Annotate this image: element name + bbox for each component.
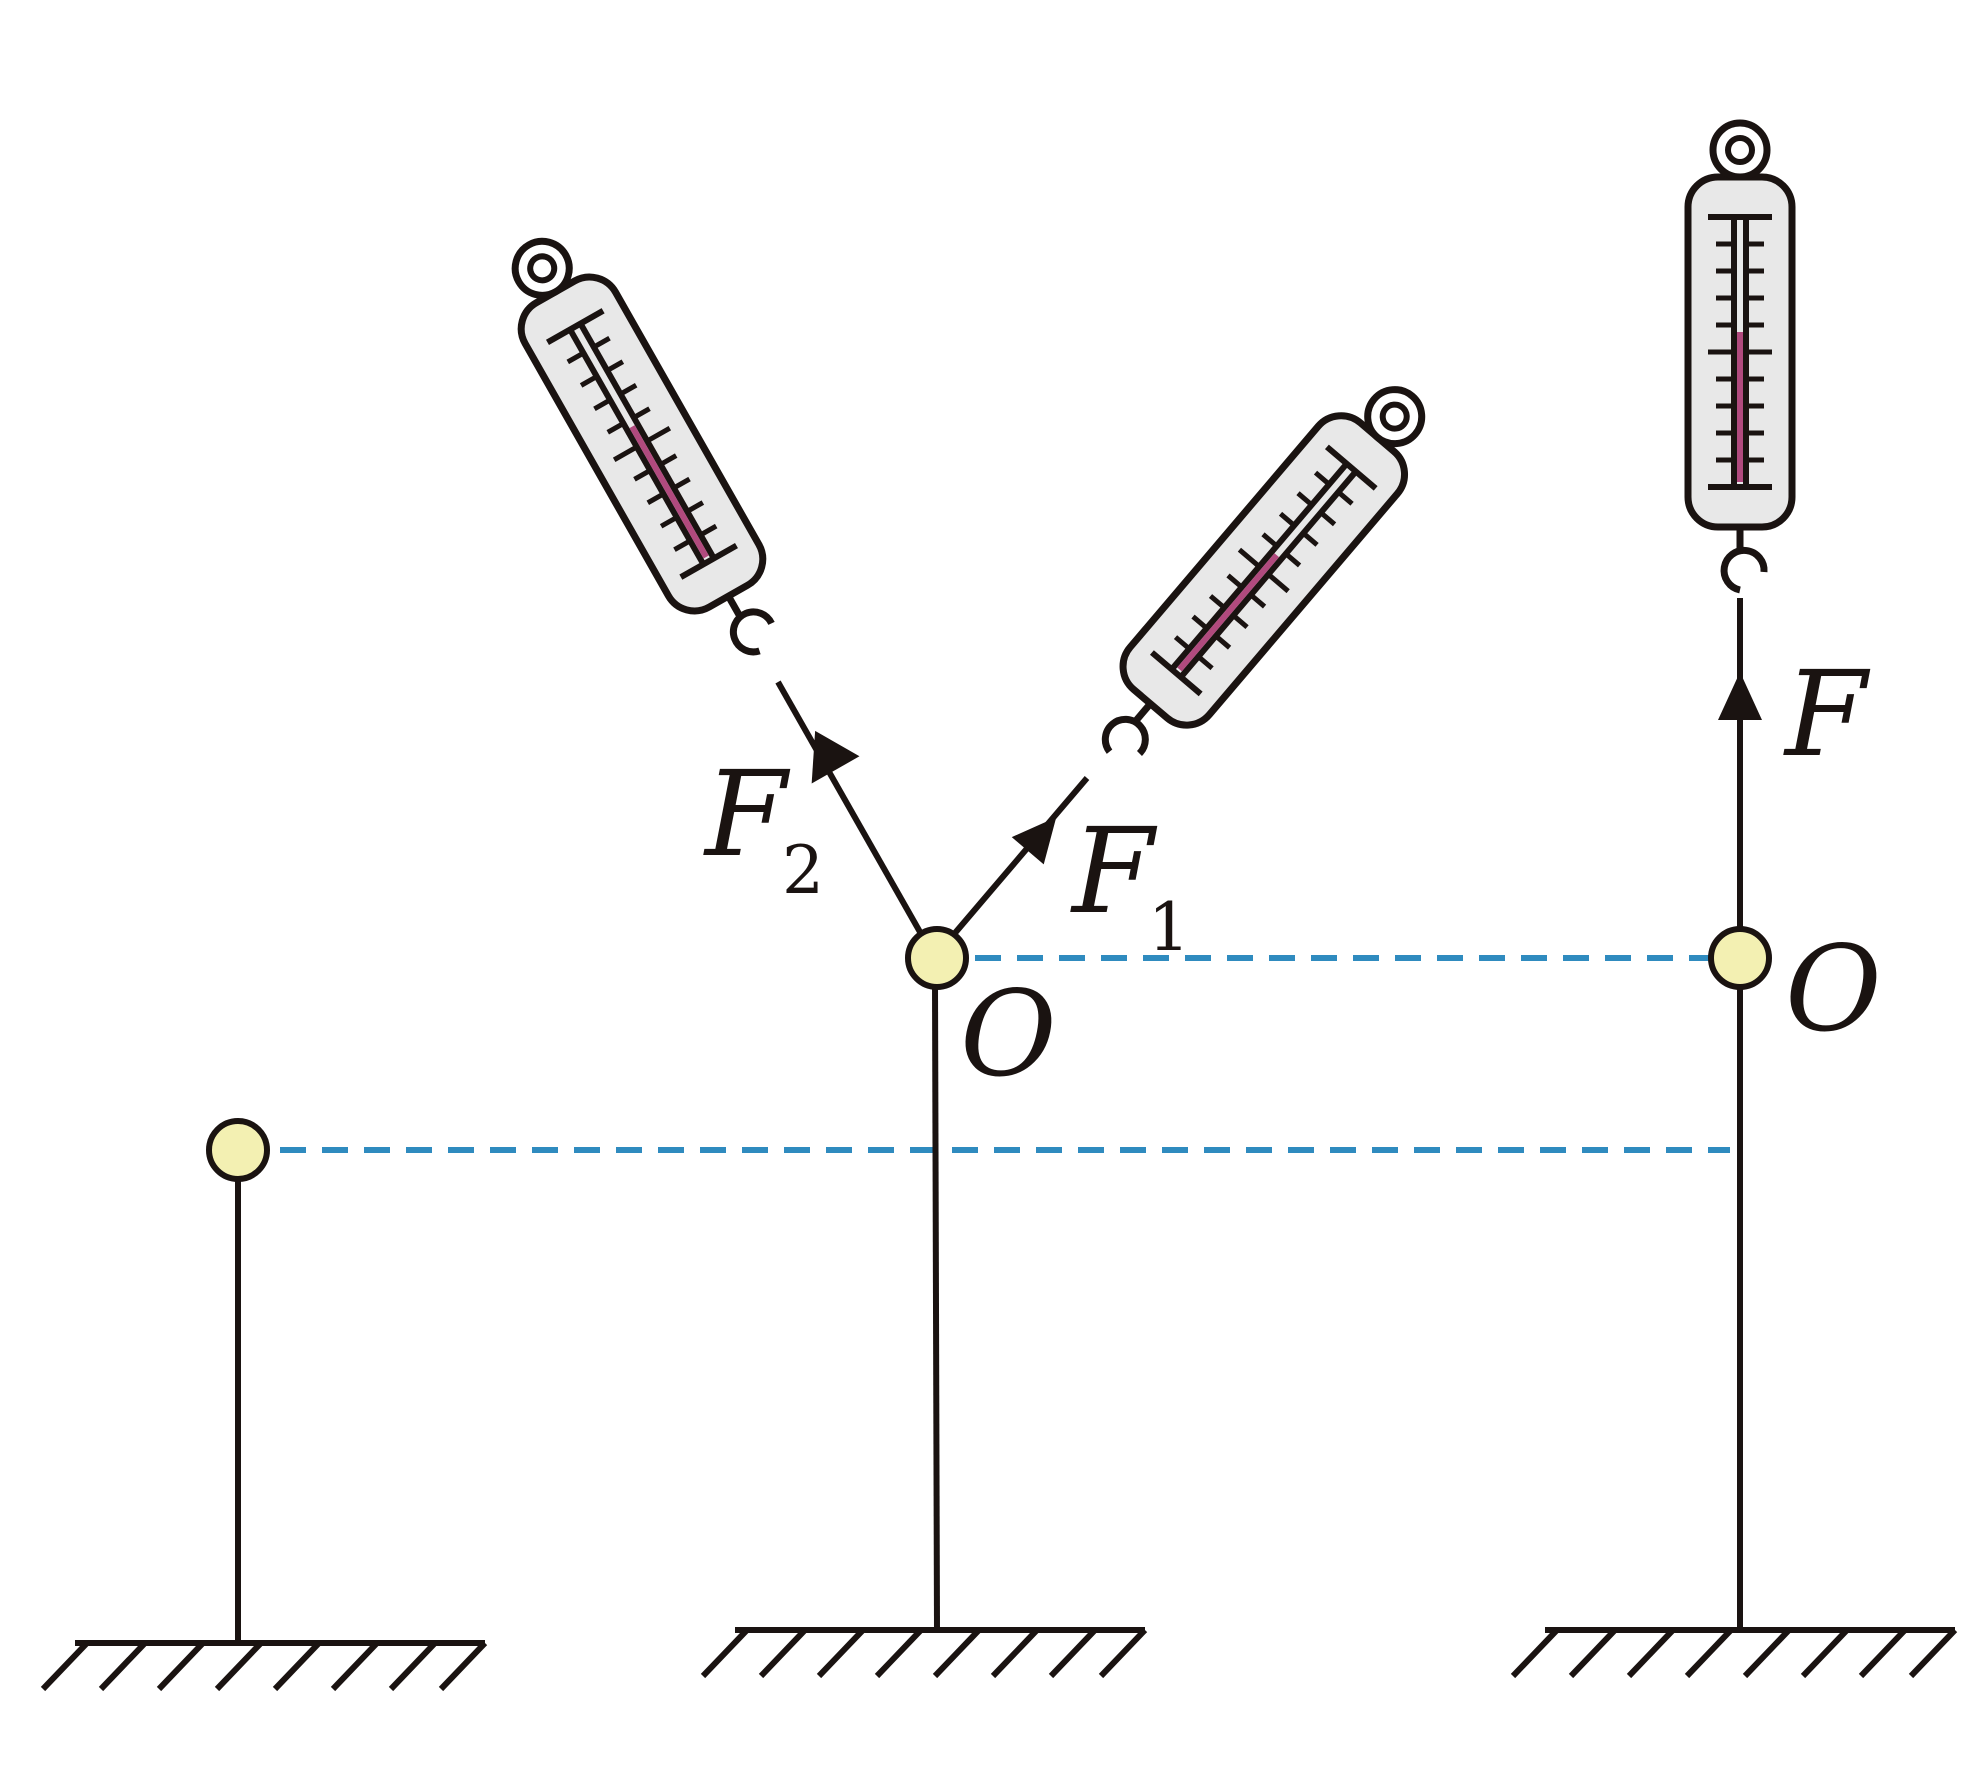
knot-initial xyxy=(206,1118,270,1182)
label-o-right: O xyxy=(1785,920,1882,1058)
knot-o-right xyxy=(1708,926,1772,990)
ground-left xyxy=(43,1643,485,1689)
arrow-f xyxy=(1718,672,1762,720)
label-f2-subscript: 2 xyxy=(782,832,824,909)
knot-o-left xyxy=(905,926,969,990)
label-o-left: O xyxy=(960,965,1057,1103)
label-f1: F xyxy=(1070,802,1158,940)
string-f2 xyxy=(775,680,923,934)
arrow-f1 xyxy=(1011,817,1057,865)
spring-scale-f1 xyxy=(1070,362,1452,785)
arrow-f2 xyxy=(811,730,860,784)
ground-right xyxy=(1513,1630,1955,1676)
label-f1-subscript: 1 xyxy=(1148,889,1190,966)
ground-middle xyxy=(703,1630,1145,1676)
label-f: F xyxy=(1783,645,1871,783)
string-f1 xyxy=(952,776,1090,935)
spring-scale-f xyxy=(1688,123,1792,590)
label-f2: F xyxy=(703,745,791,883)
spring-scale-f2 xyxy=(484,219,805,676)
post-middle xyxy=(932,984,940,1631)
